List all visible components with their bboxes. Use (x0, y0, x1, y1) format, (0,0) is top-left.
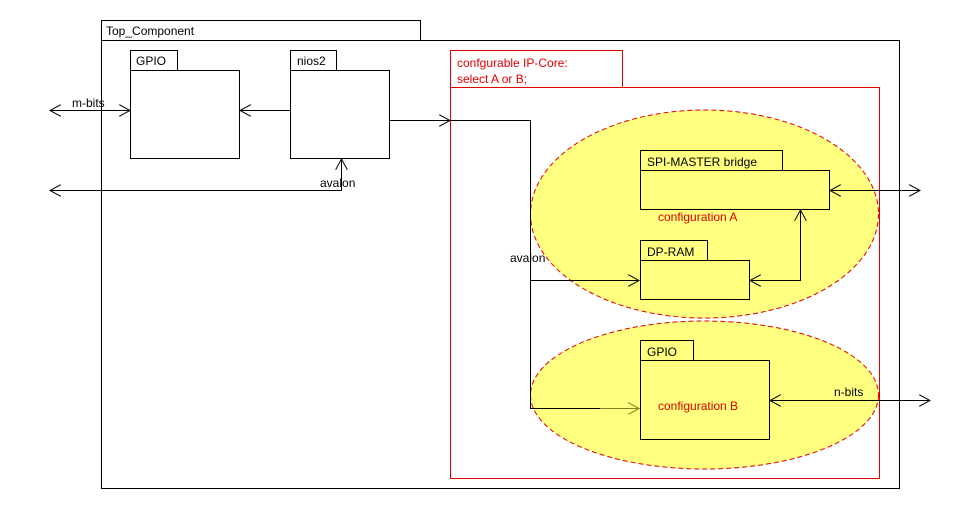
gpio-b-block: GPIO configuration B (640, 340, 770, 440)
dp-ram-block: DP-RAM (640, 240, 750, 300)
spi-master-block: SPI-MASTER bridge (640, 150, 830, 210)
n-bits-label: n-bits (834, 385, 863, 399)
gpio-label: GPIO (136, 54, 166, 68)
dpram-spi-connection (750, 210, 801, 281)
avalon-label-ip: avalon (510, 251, 545, 265)
m-bits-label: m-bits (72, 96, 105, 110)
top-component-label: Top_Component (106, 24, 195, 38)
configuration-b-label: configuration B (658, 399, 738, 413)
dp-ram-label: DP-RAM (647, 245, 694, 259)
gpio-block: GPIO (130, 50, 240, 159)
configuration-a-label: configuration A (658, 210, 737, 224)
nios2-label: nios2 (297, 54, 326, 68)
gpio-b-label: GPIO (647, 345, 677, 359)
avalon-internal-bus (450, 120, 638, 409)
avalon-bus-connection (50, 159, 342, 191)
spi-master-label: SPI-MASTER bridge (647, 155, 757, 169)
ip-core-label-line2: select A or B; (457, 72, 527, 86)
nios2-block: nios2 (290, 50, 390, 159)
ip-core-label-line1: confgurable IP-Core: (457, 56, 568, 70)
avalon-label-top: avalon (320, 176, 355, 190)
